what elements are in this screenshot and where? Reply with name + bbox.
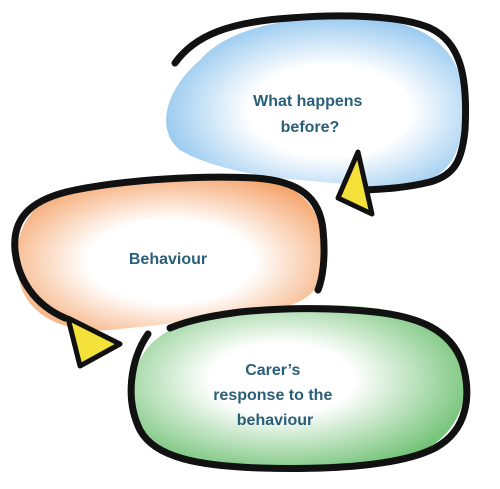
node-behaviour-outline: [11, 173, 328, 322]
node-before: What happens before?: [166, 12, 470, 194]
node-before-outline: [171, 12, 470, 194]
node-behaviour-label-line-1: Behaviour: [129, 251, 207, 268]
node-response-label: Carer’s response to the behaviour: [213, 362, 337, 429]
node-before-label-line-2: before?: [281, 119, 340, 136]
node-response-outline: [127, 305, 471, 472]
node-before-label-line-1: What happens: [253, 93, 362, 110]
node-response-label-line-1: Carer’s: [245, 362, 300, 379]
arrow-behaviour-to-response: [65, 315, 123, 369]
node-before-fill: [166, 17, 464, 188]
node-response-fill: [132, 305, 465, 470]
node-response-label-line-2: response to the: [213, 387, 332, 404]
node-response: Carer’s response to the behaviour: [127, 305, 471, 472]
node-behaviour: Behaviour: [11, 173, 328, 331]
node-response-label-line-3: behaviour: [237, 412, 313, 429]
node-behaviour-label: Behaviour: [129, 251, 207, 268]
arrow-before-to-behaviour: [335, 149, 375, 217]
node-behaviour-fill: [16, 177, 325, 331]
node-before-label: What happens before?: [253, 93, 367, 136]
